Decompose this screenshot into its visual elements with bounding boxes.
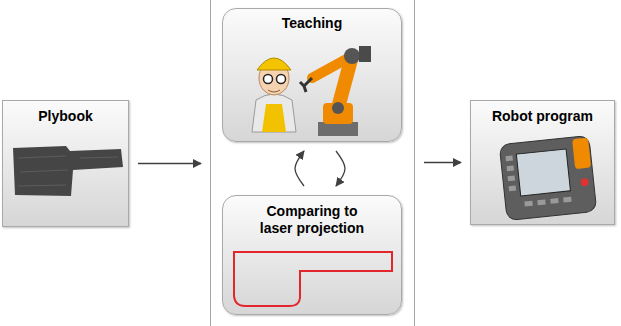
flow-arrow [295, 151, 304, 186]
node-title: Teaching [232, 9, 392, 32]
process-box: Teaching [222, 8, 402, 142]
pendant-body [499, 136, 596, 221]
pendant-screen [516, 149, 570, 196]
output-box: Robot program [470, 100, 615, 225]
worker-face [259, 61, 289, 95]
robot-figure [300, 46, 371, 136]
pendant-key [524, 201, 532, 207]
robot-joint [344, 48, 360, 64]
robot-motor [359, 46, 371, 62]
node-title: Plybook [8, 101, 123, 125]
flow-arrow [138, 163, 201, 164]
pendant-handle [572, 138, 591, 170]
process-box: Comparing to laser projection [222, 195, 402, 315]
robot-base [318, 122, 358, 136]
robot-turret [323, 103, 353, 124]
pendant-keys [506, 150, 572, 208]
robot-joint [332, 102, 344, 114]
worker-glasses [264, 75, 273, 84]
node-title: Robot program [478, 101, 608, 125]
laser-contour [234, 252, 392, 306]
pendant-key [507, 166, 514, 172]
pendant-key [563, 197, 571, 203]
worker-helmet [257, 58, 291, 70]
pendant-key [508, 175, 515, 181]
pendant-key [537, 199, 545, 205]
pendant-key [506, 156, 513, 162]
flow-arrow [336, 151, 345, 186]
robot-gripper [300, 78, 312, 92]
robot-upper-arm [312, 56, 352, 78]
node-title: Comparing to laser projection [251, 196, 373, 237]
worker-mouth [268, 90, 280, 92]
teach-pendant [499, 136, 596, 221]
process-frame: TeachingComparing to laser projection [210, 0, 415, 326]
ply-texture [18, 156, 118, 186]
worker-body [252, 94, 296, 132]
worker-vest [262, 104, 286, 132]
input-box: Plybook [2, 100, 129, 227]
pendant-key [550, 198, 558, 204]
flow-arrow [424, 162, 461, 163]
pendant-key [509, 185, 516, 191]
worker-figure [252, 58, 296, 132]
ply-shape [13, 146, 123, 196]
worker-glasses [277, 75, 286, 84]
pendant-stop [580, 178, 589, 187]
ply-photo [13, 146, 123, 196]
robot-lower-arm [338, 56, 352, 108]
